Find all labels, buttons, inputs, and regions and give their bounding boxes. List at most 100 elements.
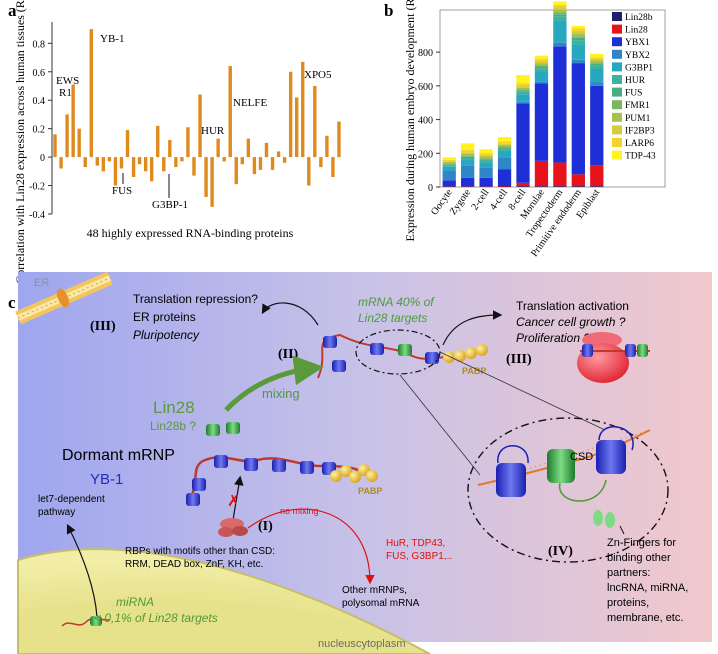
chart-a-bar: [325, 135, 329, 158]
chart-b-bar-segment: [516, 83, 530, 87]
annotation-hur: HUR: [201, 125, 225, 137]
panel-b-label: b: [384, 1, 393, 20]
chart-a-bar: [192, 157, 196, 176]
chart-a-bar: [234, 157, 238, 185]
chart-b-legend-label: G3BP1: [625, 63, 653, 73]
chart-b-frame: [439, 9, 666, 188]
chart-a-ytick-label: 0.2: [33, 125, 46, 136]
chart-b-legend-swatch: [612, 37, 622, 47]
chart-b-bar-segment: [497, 169, 512, 186]
chart-b-legend-label: PUM1: [625, 114, 651, 124]
chart-a-bar: [125, 130, 130, 158]
chart-b-bar-segment: [516, 186, 530, 187]
mrnp-ii: [317, 333, 488, 379]
chart-a-y-ticks: 0.80.60.40.20-0.2-0.4: [29, 39, 52, 221]
chart-b-legend-label: FMR1: [625, 101, 650, 111]
chart-a-bar: [240, 157, 245, 165]
chart-b-legend-swatch: [612, 62, 622, 72]
roman-iii-right: (III): [506, 352, 532, 367]
text-mirna-1: miRNA: [116, 595, 154, 609]
chart-b-xtick-label: 4-cell: [488, 187, 510, 212]
chart-b-bar-segment: [534, 59, 549, 62]
chart-b-bar-segment: [442, 161, 456, 163]
chart-b-legend-swatch: [612, 125, 622, 135]
text-mirna-2: < 0,1% of Lin28 targets: [94, 611, 218, 625]
chart-b-bar-segment: [534, 55, 549, 60]
chart-b-bar-segment: [442, 180, 456, 187]
chart-b-bar-segment: [442, 162, 456, 164]
annotation-fus: FUS: [112, 185, 132, 197]
chart-b-bar-segment: [516, 86, 530, 88]
chart-b-bar-segment: [553, 186, 567, 187]
chart-b-bar-segment: [571, 59, 585, 64]
text-csd: CSD: [570, 451, 593, 463]
chart-b-bar-segment: [534, 61, 549, 64]
chart-a-bar: [65, 114, 69, 158]
chart-b-bar-segment: [497, 148, 512, 151]
chart-b-bar-segment: [442, 164, 456, 166]
text-proliferation: Proliferation ?: [516, 331, 590, 345]
zoom-ellipse-large: [467, 417, 669, 563]
cytoplasm-label: cytoplasm: [356, 638, 406, 650]
chart-b-bar-segment: [461, 158, 475, 161]
chart-b-bar-segment: [516, 87, 530, 90]
text-znf-1: Zn-Fingers for: [607, 537, 676, 549]
lin28-protein-2: [226, 422, 240, 434]
chart-b-legend-swatch: [612, 49, 622, 59]
zoom-line-1: [439, 351, 606, 431]
chart-a-bar: [186, 127, 190, 158]
chart-b-bar-segment: [534, 160, 549, 187]
chart-a-bar: [59, 157, 63, 169]
chart-b-bar-segment: [461, 153, 475, 156]
chart-a-bar: [264, 142, 269, 158]
chart-b-bar-segment: [516, 75, 530, 84]
chart-a-bar: [294, 97, 299, 158]
panel-a-label: a: [8, 1, 17, 20]
chart-a-ytick-label: -0.4: [29, 210, 45, 221]
chart-b-bar-segment: [479, 149, 493, 154]
chart-b-legend-label: TDP-43: [625, 152, 656, 162]
chart-b-bar-segment: [461, 150, 475, 153]
chart-b-bar-segment: [534, 68, 549, 72]
annotation-xpo5: XPO5: [304, 69, 332, 81]
chart-a-bar: [210, 157, 214, 207]
chart-a-bar: [119, 157, 124, 169]
chart-b-bar-segment: [479, 155, 493, 157]
chart-b-legend-label: Lin28: [625, 26, 648, 36]
chart-b-legend-label: YBX2: [625, 51, 650, 61]
chart-b-bar-segment: [553, 10, 567, 13]
chart-a-bar: [77, 128, 81, 158]
chart-a-bar: [156, 125, 160, 158]
chart-b-bar-segment: [461, 155, 475, 157]
chart-b-legend-swatch: [612, 150, 622, 160]
chart-b-bar-segment: [497, 143, 512, 145]
rbp-cluster: [218, 518, 248, 537]
chart-b-bar-segment: [442, 166, 456, 171]
chart-b-bar-segment: [553, 1, 567, 5]
chart-b-bar-segment: [497, 157, 512, 170]
chart-b-bar-segment: [534, 186, 549, 187]
chart-a-bars: [53, 29, 341, 207]
text-dormant-mrnp: Dormant mRNP: [62, 447, 175, 464]
chart-a-bar: [89, 29, 93, 158]
chart-b-bar-segment: [497, 185, 512, 187]
chart-b-bar-segment: [461, 143, 475, 151]
er-membrane: [15, 271, 113, 325]
chart-a: 0.80.60.40.20-0.2-0.4 Correlation with L…: [13, 0, 341, 284]
chart-b-bar-segment: [442, 170, 456, 181]
chart-a-bar: [252, 157, 257, 175]
chart-b-bar-segment: [590, 53, 604, 58]
chart-b-legend-swatch: [612, 138, 622, 147]
chart-a-bar: [168, 140, 172, 158]
chart-b-bar-segment: [553, 162, 567, 187]
text-other-mrnps-1: Other mRNPs,: [342, 585, 407, 596]
chart-b-legend-swatch: [612, 75, 622, 84]
chart-a-bar: [198, 94, 202, 158]
chart-b-bar-segment: [590, 69, 604, 83]
er-label: ER: [34, 277, 49, 289]
blocked-x-icon: ✗: [227, 493, 240, 510]
chart-b-bar-segment: [534, 65, 549, 67]
chart-b-bar-segment: [442, 165, 456, 167]
text-mrna-targets-2: Lin28 targets: [358, 311, 427, 325]
